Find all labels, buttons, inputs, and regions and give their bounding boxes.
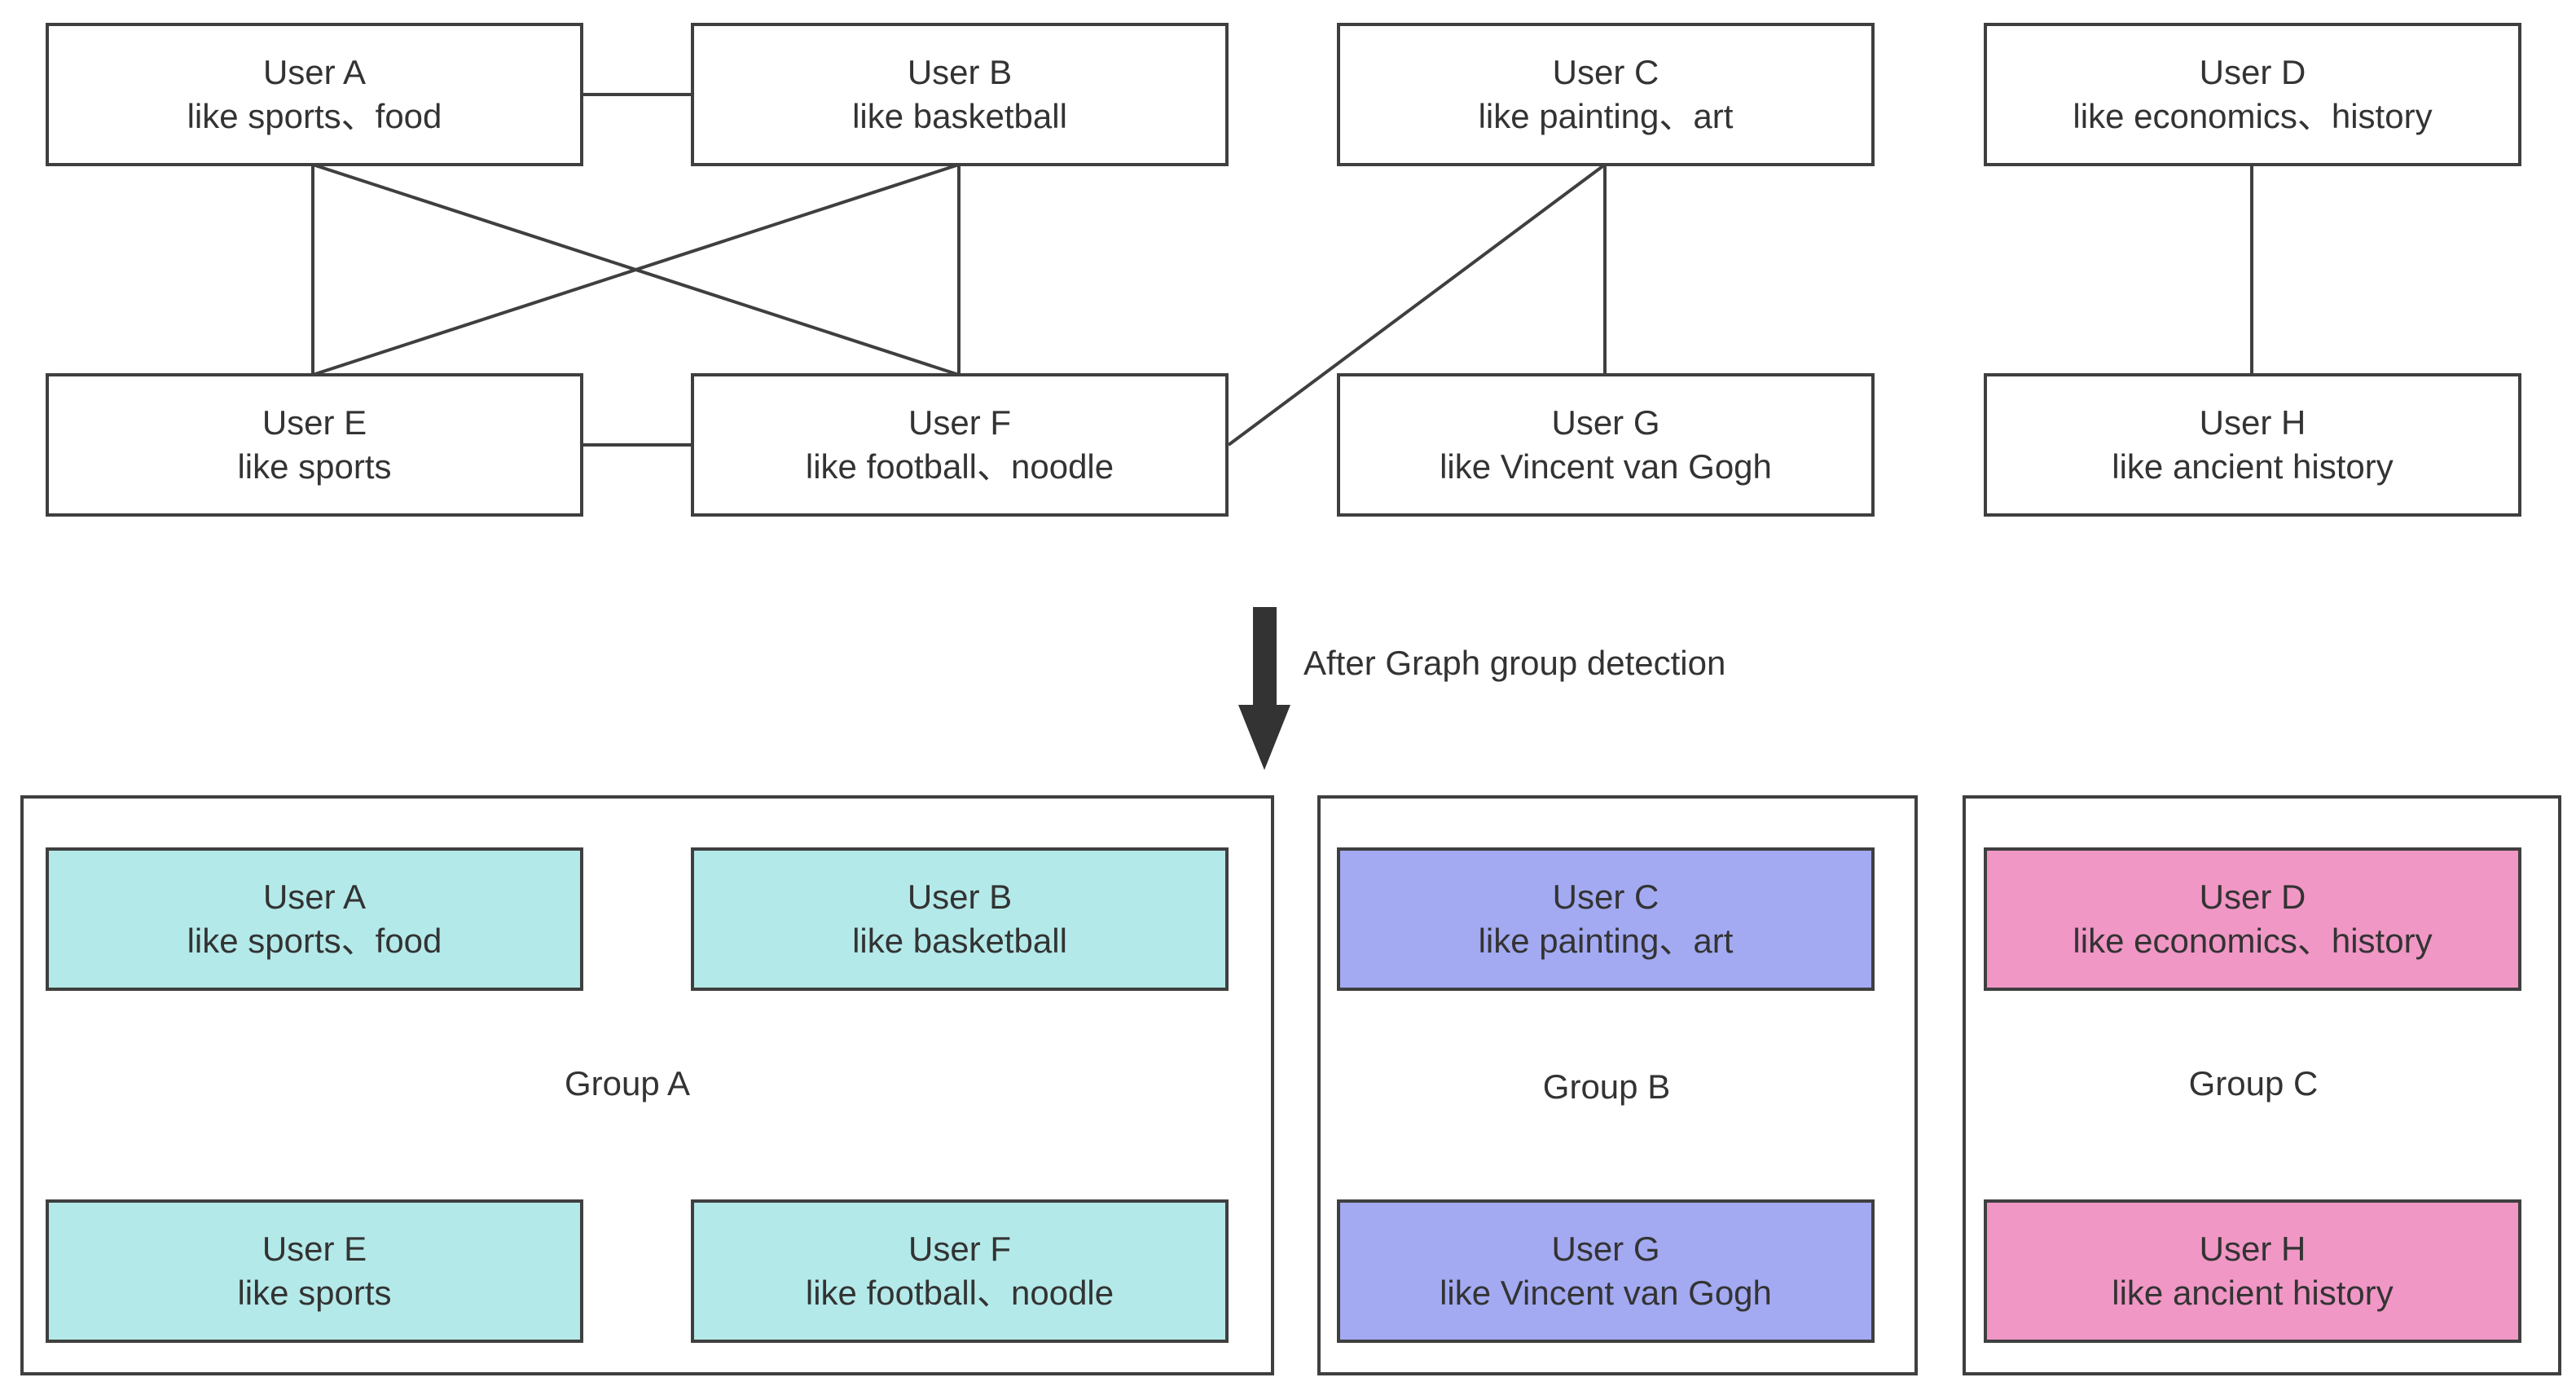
user-name: User E: [262, 1230, 367, 1268]
user-name: User H: [2199, 403, 2306, 442]
group-b-user-g-node: User G like Vincent van Gogh: [1337, 1199, 1875, 1343]
user-name: User A: [262, 878, 367, 916]
user-interests: like ancient history: [2112, 1274, 2394, 1312]
user-b-node: User B like basketball: [691, 23, 1229, 166]
user-name: User D: [2199, 878, 2306, 916]
edge-c-f: [1227, 163, 1607, 447]
user-name: User B: [907, 878, 1013, 916]
user-interests: like economics、history: [2073, 97, 2433, 135]
user-interests: like sports: [237, 447, 392, 486]
user-interests: like football、noodle: [805, 1274, 1114, 1312]
user-interests: like Vincent van Gogh: [1440, 447, 1772, 486]
user-name: User C: [1552, 53, 1659, 91]
user-name: User G: [1551, 1230, 1660, 1268]
user-interests: like economics、history: [2073, 922, 2433, 960]
group-a-user-a-node: User A like sports、food: [46, 847, 583, 991]
group-c-user-h-node: User H like ancient history: [1984, 1199, 2521, 1343]
user-interests: like painting、art: [1478, 97, 1734, 135]
user-interests: like sports、food: [187, 922, 442, 960]
group-c-label: Group C: [2188, 1064, 2319, 1102]
user-interests: like sports、food: [187, 97, 442, 135]
user-name: User D: [2199, 53, 2306, 91]
user-c-node: User C like painting、art: [1337, 23, 1875, 166]
user-name: User E: [262, 403, 367, 442]
user-name: User F: [908, 1230, 1011, 1268]
group-b-label: Group B: [1542, 1067, 1671, 1106]
user-interests: like sports: [237, 1274, 392, 1312]
user-name: User H: [2199, 1230, 2306, 1268]
user-interests: like basketball: [852, 97, 1067, 135]
user-name: User G: [1551, 403, 1660, 442]
user-g-node: User G like Vincent van Gogh: [1337, 373, 1875, 517]
down-arrow-icon: [1238, 607, 1290, 770]
user-a-node: User A like sports、food: [46, 23, 583, 166]
user-name: User F: [908, 403, 1011, 442]
user-interests: like painting、art: [1478, 922, 1734, 960]
user-d-node: User D like economics、history: [1984, 23, 2521, 166]
user-name: User A: [262, 53, 367, 91]
user-name: User C: [1552, 878, 1659, 916]
user-e-node: User E like sports: [46, 373, 583, 517]
group-a-user-f-node: User F like football、noodle: [691, 1199, 1229, 1343]
user-interests: like Vincent van Gogh: [1440, 1274, 1772, 1312]
group-a-user-e-node: User E like sports: [46, 1199, 583, 1343]
arrow-label: After Graph group detection: [1303, 644, 1726, 682]
user-h-node: User H like ancient history: [1984, 373, 2521, 517]
group-b-user-c-node: User C like painting、art: [1337, 847, 1875, 991]
group-c-user-d-node: User D like economics、history: [1984, 847, 2521, 991]
group-a-user-b-node: User B like basketball: [691, 847, 1229, 991]
user-f-node: User F like football、noodle: [691, 373, 1229, 517]
edge-b-e: [312, 163, 960, 376]
user-interests: like basketball: [852, 922, 1067, 960]
user-name: User B: [907, 53, 1013, 91]
user-interests: like football、noodle: [805, 447, 1114, 486]
user-interests: like ancient history: [2112, 447, 2394, 486]
group-a-label: Group A: [564, 1064, 691, 1102]
